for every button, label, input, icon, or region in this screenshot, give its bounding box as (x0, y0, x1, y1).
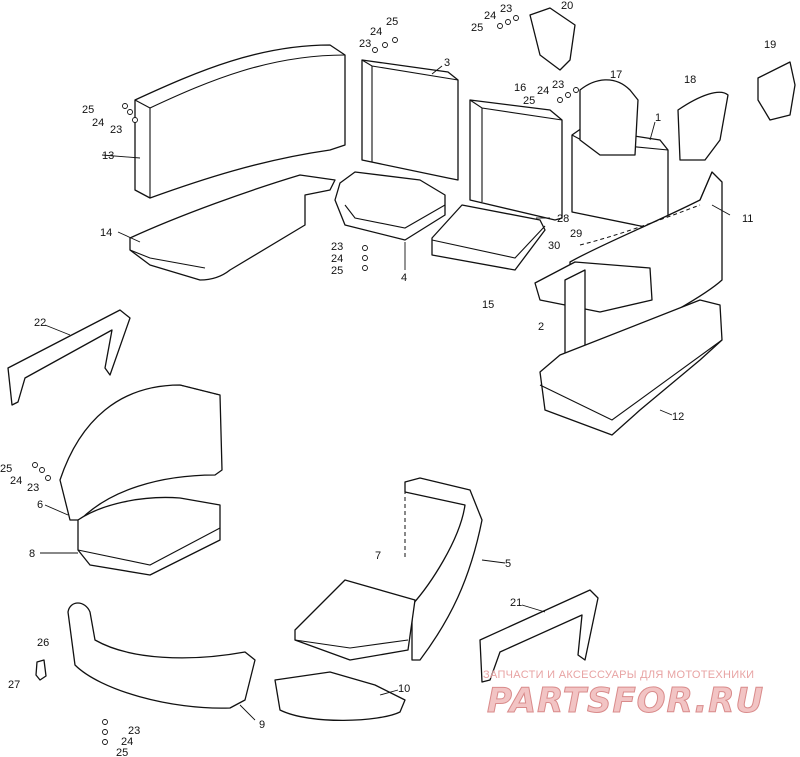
callout-1: 1 (655, 112, 661, 124)
callout-24: 24 (10, 475, 22, 487)
callout-24: 24 (484, 10, 496, 22)
callout-25: 25 (0, 463, 12, 475)
callout-7: 7 (375, 550, 381, 562)
callout-24: 24 (370, 26, 382, 38)
callout-24: 24 (92, 117, 104, 129)
callout-25: 25 (116, 747, 128, 757)
callout-23: 23 (331, 241, 343, 253)
callout-23: 23 (552, 79, 564, 91)
callout-18: 18 (684, 74, 696, 86)
hardware-group-2: 25 24 23 (359, 16, 398, 50)
part-8-seat-cushion (77, 496, 221, 576)
part-7-seat-cushion (294, 579, 416, 661)
callout-25: 25 (523, 95, 535, 107)
part-4-seat-cushion-corner (334, 171, 446, 241)
part-18-cover-panel (677, 91, 729, 161)
callout-14: 14 (100, 227, 112, 239)
callout-28: 28 (557, 213, 569, 225)
callout-11: 11 (742, 213, 753, 225)
part-15-seat-cushion-middle (431, 204, 546, 271)
leader-lines (40, 65, 731, 721)
callout-23: 23 (500, 3, 512, 15)
part-17-cover-panel (579, 79, 639, 156)
callout-13: 13 (102, 150, 114, 162)
callout-21: 21 (510, 597, 522, 609)
part-26-bracket (35, 659, 47, 681)
callout-26: 26 (37, 637, 49, 649)
callout-30: 30 (548, 240, 560, 252)
callout-17: 17 (610, 69, 622, 81)
callout-2: 2 (538, 321, 544, 333)
callout-24: 24 (121, 736, 133, 748)
part-12-base-cushion-right (539, 299, 723, 436)
hardware-group-7: 23 24 25 (116, 725, 140, 757)
callout-20: 20 (561, 0, 573, 12)
part-2-armrest-block (534, 261, 653, 373)
callout-27: 27 (8, 679, 20, 691)
watermark-tagline: ЗАПЧАСТИ И АКСЕССУАРЫ ДЛЯ МОТОТЕХНИКИ (483, 669, 754, 681)
callout-10: 10 (398, 683, 410, 695)
hardware-group-4: 25 24 23 (523, 79, 564, 107)
callout-15: 15 (482, 299, 494, 311)
part-6-backrest-curved (59, 384, 223, 521)
part-10-base-cushion (274, 671, 406, 722)
callout-23: 23 (27, 482, 39, 494)
callout-9: 9 (259, 719, 265, 731)
part-19-cover-panel (757, 61, 796, 121)
callout-3: 3 (444, 57, 450, 69)
part-14-seat-cushion-long (129, 174, 336, 281)
part-13-backrest-long (134, 44, 346, 199)
callout-24: 24 (537, 85, 549, 97)
part-9-bolster-curved (67, 602, 256, 709)
callout-23: 23 (110, 124, 122, 136)
callout-29: 29 (570, 228, 582, 240)
callout-23: 23 (359, 38, 371, 50)
callout-25: 25 (471, 22, 483, 34)
callout-25: 25 (82, 104, 94, 116)
callout-8: 8 (29, 548, 35, 560)
callout-19: 19 (764, 39, 776, 51)
part-16-backrest-middle (469, 99, 563, 221)
part-5-backrest-curved (404, 477, 483, 661)
callout-16: 16 (514, 82, 526, 94)
hardware-group-6: 25 24 23 (0, 463, 39, 494)
part-21-trim-strip (479, 589, 599, 683)
callout-labels: 1 2 3 4 5 6 7 8 9 10 11 12 13 14 15 16 1… (0, 0, 776, 757)
hardware-group-3: 25 24 23 (471, 3, 512, 34)
callout-6: 6 (37, 499, 43, 511)
part-20-cover-panel (529, 7, 576, 71)
part-3-backrest-square (361, 59, 459, 181)
callout-4: 4 (401, 272, 407, 284)
watermark-brand: PARTSFOR.RU (487, 681, 764, 721)
callout-5: 5 (505, 558, 511, 570)
callout-24: 24 (331, 253, 343, 265)
callout-25: 25 (386, 16, 398, 28)
hardware-group-1: 25 24 23 (82, 104, 122, 136)
callout-12: 12 (672, 411, 684, 423)
callout-22: 22 (34, 317, 46, 329)
watermark: ЗАПЧАСТИ И АКСЕССУАРЫ ДЛЯ МОТОТЕХНИКИ PA… (483, 669, 764, 722)
part-22-trim-strip (7, 309, 131, 406)
hardware-fasteners (32, 15, 579, 745)
callout-23: 23 (128, 725, 140, 737)
hardware-group-5: 23 24 25 (331, 241, 343, 277)
callout-25: 25 (331, 265, 343, 277)
